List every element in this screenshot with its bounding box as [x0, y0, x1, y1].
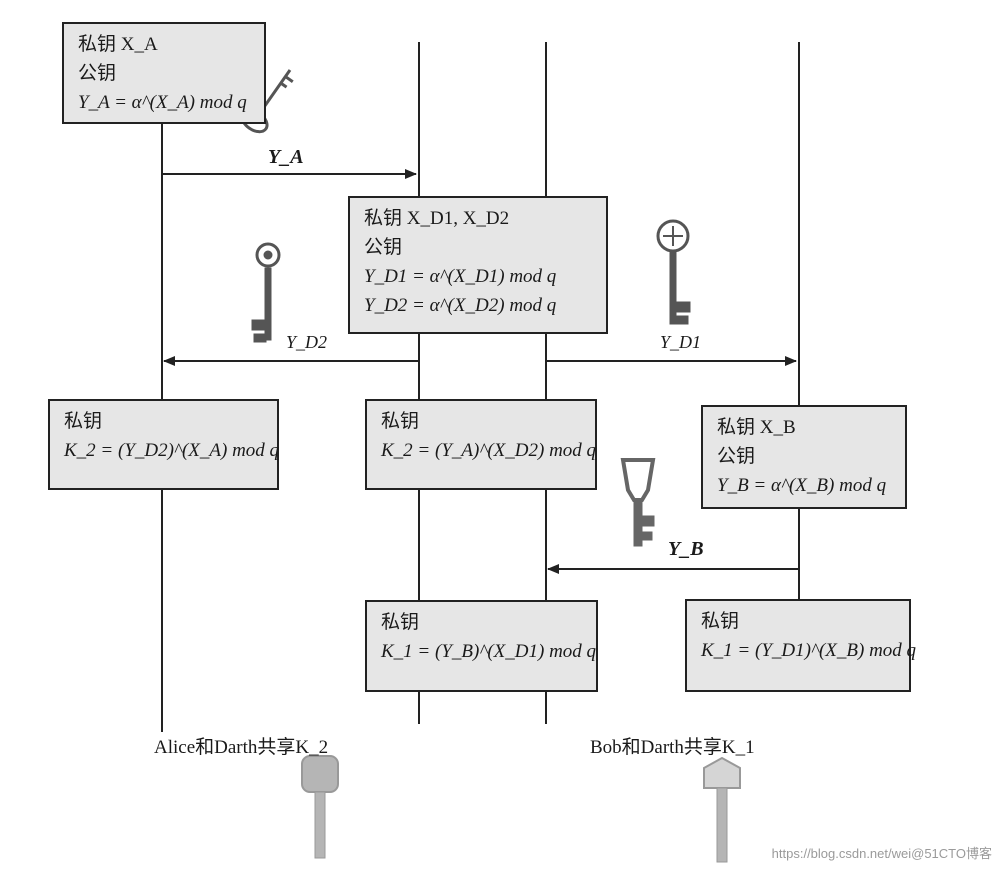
label-yd2: Y_D2	[286, 332, 328, 352]
box-line: K_2 = (Y_A)^(X_D2) mod q	[381, 440, 597, 461]
darth-keygen-box: 私钥 X_D1, X_D2 公钥 Y_D1 = α^(X_D1) mod q Y…	[348, 196, 608, 334]
box-line: 私钥	[701, 611, 740, 632]
bob-keygen-box: 私钥 X_B 公钥 Y_B = α^(X_B) mod q	[701, 405, 907, 509]
box-line: Y_D2 = α^(X_D2) mod q	[364, 295, 557, 316]
alice-keygen-box: 私钥 X_A 公钥 Y_A = α^(X_A) mod q	[62, 22, 266, 124]
box-line: Y_D1 = α^(X_D1) mod q	[364, 266, 557, 287]
box-line: Y_A = α^(X_A) mod q	[78, 92, 247, 113]
darth-left-lifeline	[418, 42, 420, 724]
ornate-key-icon	[251, 242, 281, 343]
box-line: 公钥	[364, 237, 403, 258]
watermark: https://blog.csdn.net/wei@51CTO博客	[771, 846, 992, 861]
alice-shared-key-box: 私钥 K_2 = (Y_D2)^(X_A) mod q	[48, 399, 279, 490]
box-line: K_1 = (Y_B)^(X_D1) mod q	[381, 641, 597, 662]
box-line: 私钥	[381, 411, 420, 432]
key-icon	[301, 755, 339, 859]
box-line: 私钥 X_A	[78, 34, 158, 55]
caption-alice-darth: Alice和Darth共享K_2	[154, 737, 329, 758]
label-yd1: Y_D1	[660, 332, 702, 352]
box-line: 私钥	[381, 612, 420, 633]
key-icon	[703, 756, 741, 863]
bob-shared-key-box: 私钥 K_1 = (Y_D1)^(X_B) mod q	[685, 599, 917, 692]
caption-bob-darth: Bob和Darth共享K_1	[590, 737, 755, 758]
box-line: Y_B = α^(X_B) mod q	[717, 475, 887, 496]
box-line: 公钥	[78, 63, 117, 84]
darth-k1-box: 私钥 K_1 = (Y_B)^(X_D1) mod q	[365, 600, 598, 692]
skeleton-key-icon	[656, 219, 691, 325]
label-yb: Y_B	[668, 538, 704, 560]
label-ya: Y_A	[268, 146, 304, 168]
darth-right-lifeline	[545, 42, 547, 724]
box-line: 私钥	[64, 411, 103, 432]
box-line: 私钥 X_D1, X_D2	[364, 208, 510, 229]
box-line: 私钥 X_B	[717, 417, 796, 438]
house-key-icon	[620, 458, 656, 547]
box-line: 公钥	[717, 446, 756, 467]
darth-k2-box: 私钥 K_2 = (Y_A)^(X_D2) mod q	[365, 399, 597, 490]
box-line: K_1 = (Y_D1)^(X_B) mod q	[701, 640, 917, 661]
bob-lifeline	[798, 42, 800, 604]
box-line: K_2 = (Y_D2)^(X_A) mod q	[64, 440, 280, 461]
